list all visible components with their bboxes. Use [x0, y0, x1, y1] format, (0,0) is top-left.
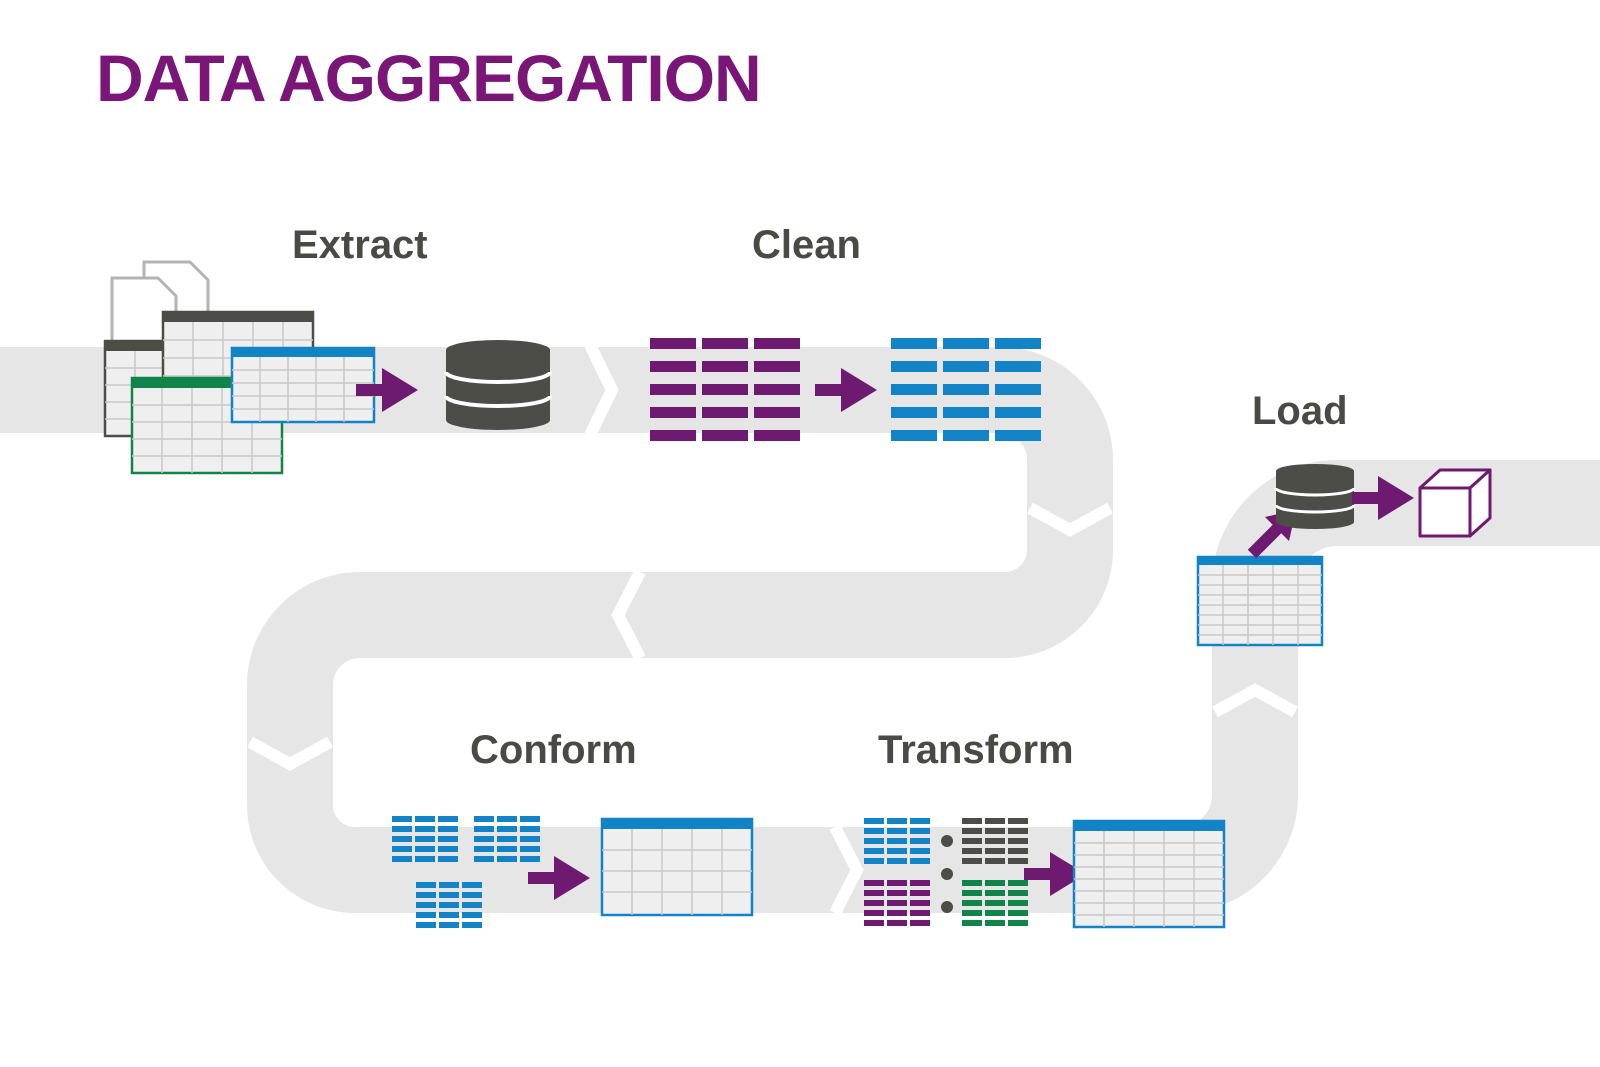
- conformed-table: [600, 817, 754, 917]
- database-icon: [444, 340, 552, 430]
- transform-input-blocks: [864, 818, 1028, 926]
- database-icon: [1274, 464, 1356, 529]
- stage-label-extract: Extract: [292, 223, 428, 267]
- page-title: DATA AGGREGATION: [96, 41, 762, 115]
- stage-label-clean: Clean: [752, 223, 861, 267]
- transformed-table: [1072, 819, 1226, 929]
- stage-label-conform: Conform: [470, 728, 637, 772]
- stage-label-transform: Transform: [878, 728, 1074, 772]
- stage-label-load: Load: [1252, 389, 1348, 433]
- load-table: [1196, 555, 1324, 647]
- source-table-blue: [230, 346, 376, 424]
- cube-icon: [1418, 468, 1492, 538]
